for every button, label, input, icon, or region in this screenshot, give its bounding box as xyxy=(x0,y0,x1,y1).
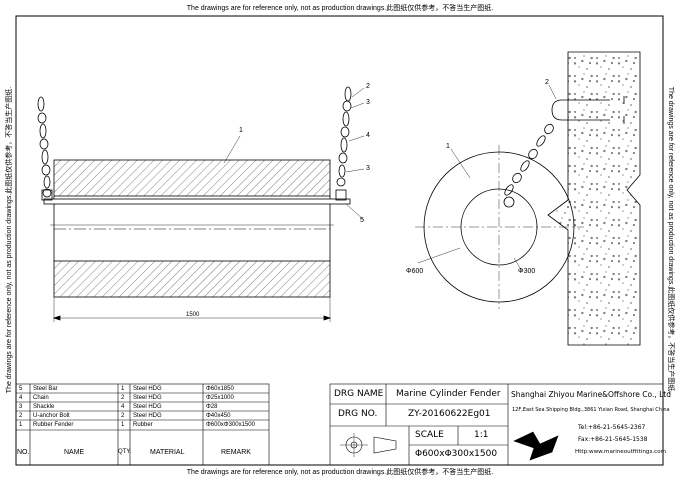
fender-bottom-section xyxy=(53,260,331,298)
side-chain xyxy=(503,123,554,208)
bom-row-4-name: Chain xyxy=(33,395,49,401)
fender-top-section xyxy=(53,159,331,197)
front-view xyxy=(37,86,365,322)
bom-row-5-name: Steel Bar xyxy=(33,386,58,392)
bom-row-3-remark: Φ28 xyxy=(206,404,218,410)
fender-size: Φ600xΦ300x1500 xyxy=(415,449,498,459)
callout-front-5: 5 xyxy=(360,217,364,224)
company-fax: Fax:+86-21-5645-1538 xyxy=(578,436,648,443)
bom-header-name: NAME xyxy=(64,449,85,456)
quay-wall xyxy=(547,51,641,346)
callout-side-2: 2 xyxy=(545,79,549,86)
scale-value: 1:1 xyxy=(474,430,489,440)
right-chain xyxy=(335,86,352,201)
side-shackle xyxy=(503,196,515,208)
callout-front-2: 2 xyxy=(366,83,370,90)
bom-table xyxy=(15,383,270,466)
bom-row-3-material: Steel HDG xyxy=(133,404,162,410)
projection-symbol-cone xyxy=(373,436,397,454)
side-view xyxy=(415,51,641,346)
bom-header-qty: QTY. xyxy=(118,449,132,455)
bom-header-material: MATERIAL xyxy=(150,449,185,456)
bom-row-2-remark: Φ40x450 xyxy=(206,413,231,419)
outer-diameter-label: Φ600 xyxy=(406,268,423,275)
drg-name-label: DRG NAME xyxy=(334,389,384,399)
bom-header-no: NO. xyxy=(17,449,30,456)
bom-row-3-qty: 4 xyxy=(121,404,125,410)
bom-header-remark: REMARK xyxy=(221,449,251,456)
bom-row-4-remark: Φ25x1000 xyxy=(206,395,234,401)
bom-row-1-material: Rubber xyxy=(133,422,153,428)
bom-row-2-material: Steel HDG xyxy=(133,413,162,419)
drg-no-value: ZY-20160622Eg01 xyxy=(408,409,491,419)
company-address: 12F,East Sea Shipping Bldg.,3861 Yixian … xyxy=(512,407,670,413)
company-logo xyxy=(513,431,559,461)
u-anchor-bolt xyxy=(551,99,610,121)
right-shackle xyxy=(336,177,346,187)
bom-row-5-no: 5 xyxy=(19,386,23,392)
bom-row-5-material: Steel HDG xyxy=(133,386,162,392)
drg-no-label: DRG NO. xyxy=(338,409,378,419)
reference-notice-bottom: The drawings are for reference only, not… xyxy=(186,469,494,476)
inner-diameter-label: Φ300 xyxy=(518,268,535,275)
scale-label: SCALE xyxy=(415,430,444,440)
bom-row-2-qty: 2 xyxy=(121,413,125,419)
company-name: Shanghai Zhiyou Marine&Offshore Co., Ltd xyxy=(511,390,671,399)
left-chain xyxy=(37,96,53,201)
length-dimension: 1500 xyxy=(186,312,200,318)
callout-front-3a: 3 xyxy=(366,99,370,106)
bom-row-2-name: U-anchor Bolt xyxy=(33,413,70,419)
bom-row-1-remark: Φ600xΦ300x1500 xyxy=(206,422,255,428)
callout-side-1: 1 xyxy=(446,143,450,150)
steel-bar xyxy=(43,198,351,205)
bom-row-5-qty: 1 xyxy=(121,386,125,392)
bom-row-1-qty: 1 xyxy=(121,422,125,428)
bom-row-4-no: 4 xyxy=(19,395,23,401)
frame xyxy=(15,15,664,466)
bom-row-5-remark: Φ60x1850 xyxy=(206,386,234,392)
callout-front-1: 1 xyxy=(239,127,243,134)
bom-row-1-name: Rubber Fender xyxy=(33,422,74,428)
left-shackle xyxy=(42,188,52,198)
bom-row-4-qty: 2 xyxy=(121,395,125,401)
title-block xyxy=(329,383,664,466)
reference-notice-top: The drawings are for reference only, not… xyxy=(186,5,494,12)
company-tel: Tel:+86-21-5645-2367 xyxy=(578,424,646,431)
drg-name-value: Marine Cylinder Fender xyxy=(396,389,501,399)
bom-row-1-no: 1 xyxy=(19,422,23,428)
bom-row-4-material: Steel HDG xyxy=(133,395,162,401)
bom-row-3-name: Shackle xyxy=(33,404,55,410)
callout-front-3b: 3 xyxy=(366,165,370,172)
callout-front-4: 4 xyxy=(366,132,370,139)
bom-row-2-no: 2 xyxy=(19,413,23,419)
bom-row-3-no: 3 xyxy=(19,404,23,410)
company-web: Http:www.marineoutfittings.com xyxy=(575,449,667,455)
